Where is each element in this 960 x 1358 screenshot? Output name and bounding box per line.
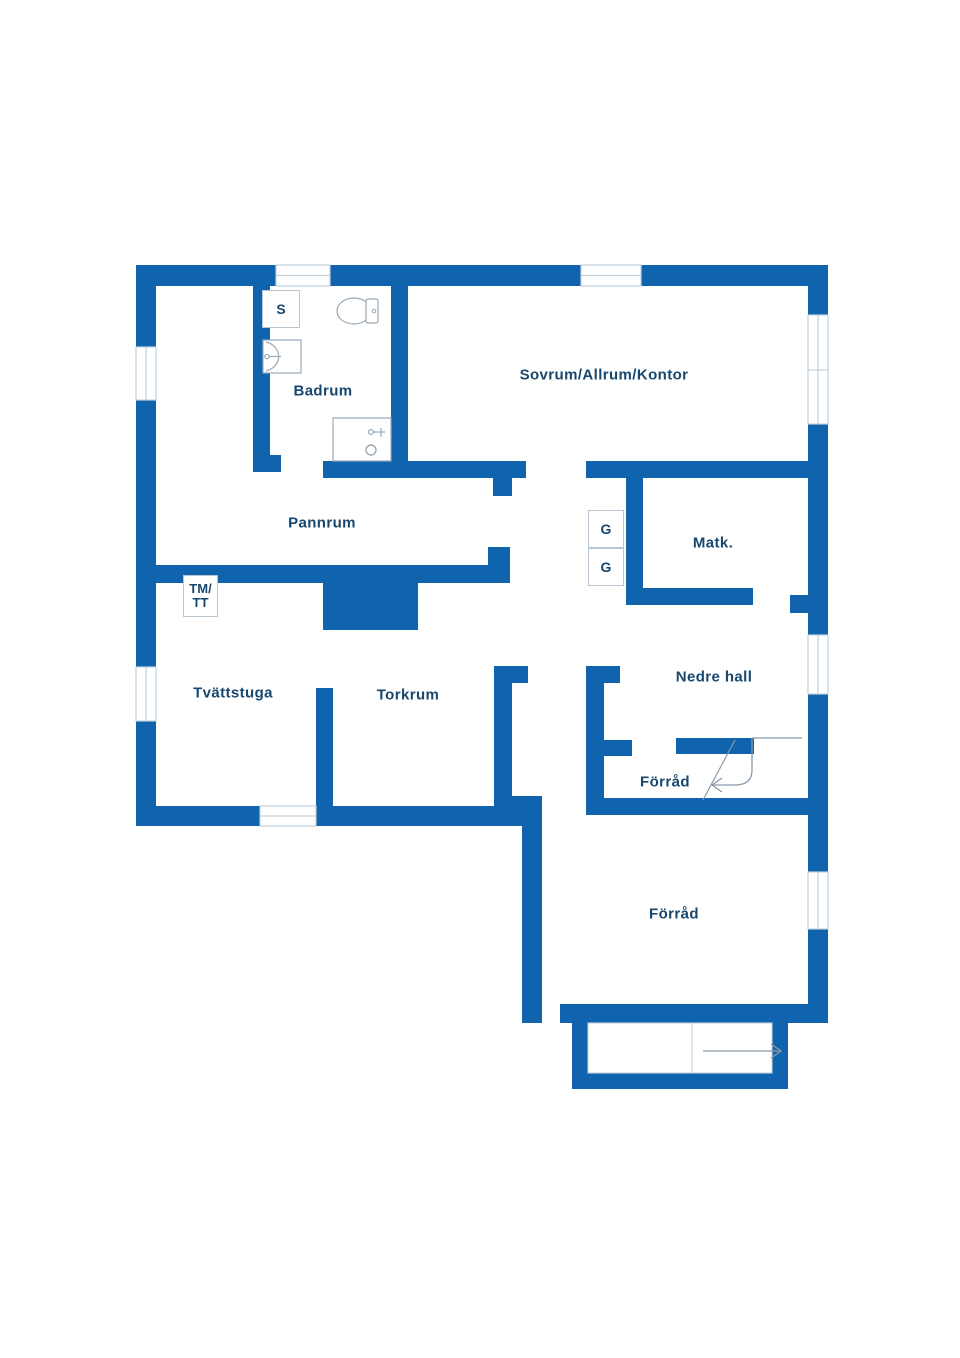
wall-right-seg-3 [808, 694, 828, 872]
window-top-2 [580, 264, 642, 287]
tag-g2-box: G [588, 548, 624, 586]
bathroom-fixtures [262, 297, 392, 462]
toilet-icon [336, 297, 379, 325]
room-label-forrad-lower: Förråd [649, 905, 699, 923]
room-label-sovrum: Sovrum/Allrum/Kontor [519, 366, 689, 384]
wall-top-left-seg [136, 265, 276, 286]
window-right-3 [807, 871, 829, 930]
wall-right-seg-1 [808, 265, 828, 315]
wall-torkrum-right-top [494, 666, 528, 683]
wall-hall-left-stub [604, 740, 632, 756]
wall-forrad2-left [522, 806, 542, 1023]
room-label-tvattstuga: Tvättstuga [193, 684, 273, 702]
wall-matk-right-stub [790, 595, 812, 613]
window-left-1 [135, 346, 157, 401]
wall-tvatt-torkrum-divider [316, 688, 333, 813]
wall-bottom-left-seg-2 [316, 806, 542, 826]
wall-vestibule-left [572, 1023, 588, 1089]
walls [136, 265, 828, 1089]
wall-matk-left [626, 478, 643, 605]
wall-badrum-right [391, 286, 408, 466]
wall-hall-bottom [586, 798, 812, 815]
wall-badrum-left [253, 286, 270, 461]
tag-tm-tt-label: TM/TT [189, 581, 212, 610]
wall-right-seg-2 [808, 424, 828, 635]
windows [135, 264, 829, 930]
floor-drain-icon [365, 444, 377, 456]
wall-top-right-seg [641, 265, 828, 286]
wall-bottom-right [560, 1004, 828, 1023]
wall-left-seg-3 [136, 721, 156, 826]
wall-pannrum-bottom-b [323, 583, 418, 630]
window-right-2 [807, 634, 829, 695]
wall-vestibule-bottom [572, 1073, 788, 1089]
room-label-forrad-upper: Förråd [640, 773, 690, 791]
window-bottom-1 [259, 805, 317, 827]
wall-right-seg-4 [808, 929, 828, 1021]
stair-direction-arrow-exit-icon [587, 1022, 783, 1074]
shower-area-icon [332, 417, 392, 462]
washbasin-icon [262, 339, 302, 374]
wall-badrum-bottom-stub [493, 478, 512, 496]
wall-hall-left [586, 666, 604, 814]
wall-pannrum-right [488, 547, 510, 583]
wall-left-seg-2 [136, 400, 156, 667]
tag-g1-box: G [588, 510, 624, 548]
wall-matk-bottom [626, 588, 753, 605]
stair-direction-arrow-up-icon [702, 737, 802, 801]
tag-tm-tt-box: TM/TT [183, 575, 218, 617]
wall-forrad-top [676, 738, 754, 754]
room-label-matk: Matk. [692, 534, 734, 552]
room-label-badrum: Badrum [293, 382, 353, 400]
wall-bottom-left-seg-1 [136, 806, 260, 826]
wall-vestibule-right [772, 1023, 788, 1089]
circulation-arrows [587, 737, 802, 1074]
wall-badrum-left-foot [253, 455, 281, 472]
wall-left-seg-1 [136, 265, 156, 347]
wall-sovrum-bottom [586, 461, 812, 478]
shower-faucet-icon [368, 428, 385, 437]
wall-pannrum-bottom-a [136, 565, 494, 583]
tag-s-box: S [262, 290, 300, 328]
window-left-2 [135, 666, 157, 722]
room-label-torkrum: Torkrum [376, 686, 440, 704]
room-label-pannrum: Pannrum [288, 514, 356, 532]
wall-top-mid-seg [330, 265, 581, 286]
window-right-1 [807, 314, 829, 425]
window-top-1 [275, 264, 331, 287]
wall-badrum-bottom [323, 461, 526, 478]
wall-torkrum-right [494, 666, 512, 813]
room-label-nedre-hall: Nedre hall [675, 668, 753, 686]
